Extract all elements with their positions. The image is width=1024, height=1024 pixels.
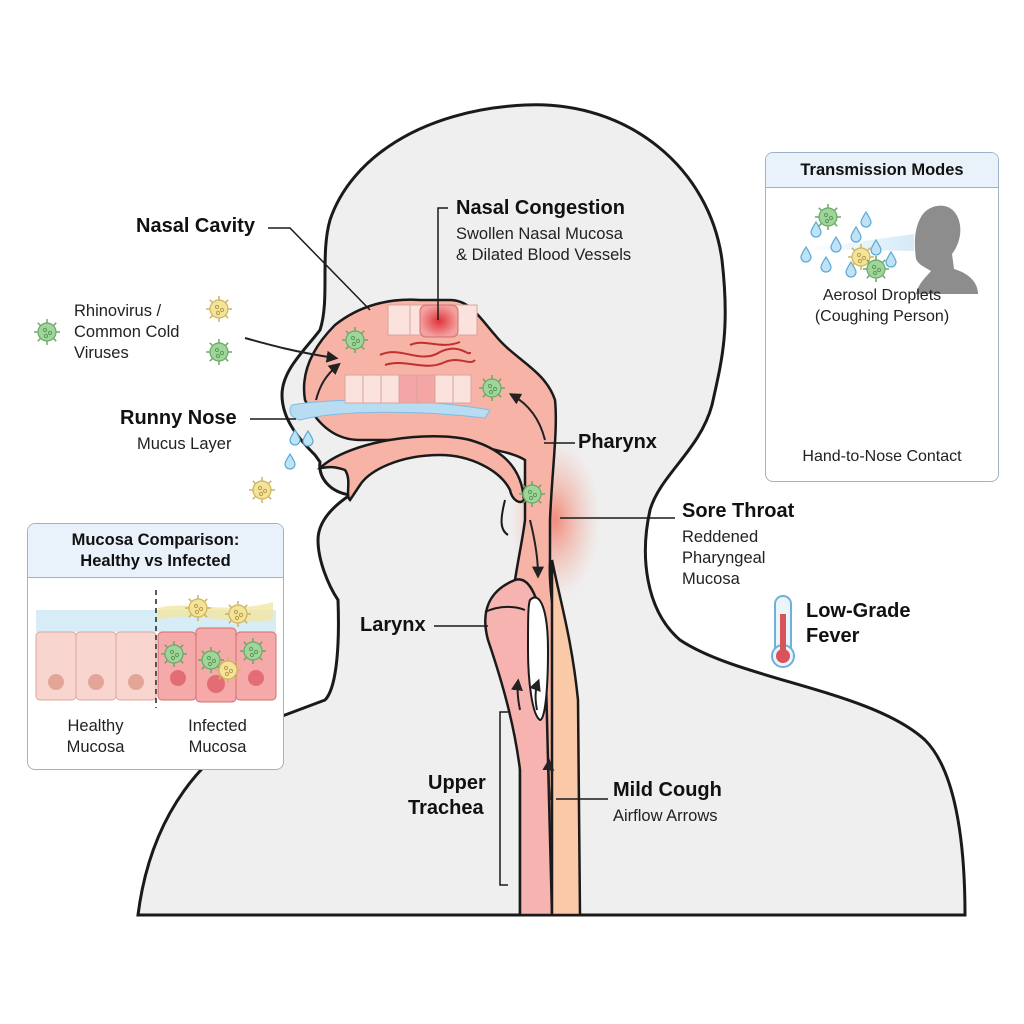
label-mucus-layer: Mucus Layer: [137, 435, 232, 453]
label-sore-throat-line3: Mucosa: [682, 570, 740, 588]
dilated-blood-vessels: [379, 341, 476, 367]
label-fever-line1: Low-Grade: [806, 600, 911, 622]
label-sore-throat: Sore Throat: [682, 500, 795, 522]
label-sore-throat-line1: Reddened: [682, 528, 759, 546]
label-sore-throat-line2: Pharyngeal: [682, 549, 766, 567]
mode1-line1: Aerosol Droplets: [822, 287, 942, 304]
label-nasal-congestion-line1: Swollen Nasal Mucosa: [456, 225, 623, 243]
label-nasal-congestion-line2: & Dilated Blood Vessels: [456, 246, 632, 264]
label-pharynx: Pharynx: [578, 431, 657, 453]
label-nasal-cavity: Nasal Cavity: [136, 215, 255, 237]
label-airflow-arrows: Airflow Arrows: [613, 807, 718, 825]
mucosa-panel-header: Mucosa Comparison: Healthy vs Infected: [28, 524, 283, 578]
virus-icon: [214, 656, 242, 684]
transmission-panel-title: Transmission Modes: [766, 153, 998, 188]
healthy-label-line2: Mucosa: [66, 738, 125, 756]
label-mild-cough: Mild Cough: [613, 779, 722, 801]
virus-icon: [205, 295, 233, 323]
label-fever-line2: Fever: [806, 625, 860, 647]
mode2-label: Hand-to-Nose Contact: [802, 448, 962, 465]
mucosa-panel-title-line1: Mucosa Comparison:: [71, 531, 240, 549]
virus-icon: [862, 255, 890, 283]
palate: [316, 434, 526, 504]
nasal-epithelium-bottom: [344, 374, 472, 404]
virus-icon: [224, 600, 252, 628]
label-trachea-line1: Upper: [428, 772, 486, 794]
virus-icon: [160, 640, 188, 668]
transmission-illustrations: [800, 203, 978, 294]
larynx-line: [484, 605, 526, 613]
label-larynx: Larynx: [360, 614, 426, 636]
virus-icon: [248, 476, 276, 504]
label-trachea-line2: Trachea: [408, 797, 484, 819]
healthy-label-line1: Healthy: [67, 717, 124, 735]
virus-icon: [478, 374, 506, 402]
mucosa-comparison-panel: Mucosa Comparison: Healthy vs Infected H…: [27, 523, 284, 770]
virus-icon: [814, 203, 842, 231]
uvula: [500, 499, 509, 536]
mucosa-panel-title-line2: Healthy vs Infected: [80, 552, 231, 570]
label-viruses-line2: Common Cold: [74, 323, 180, 341]
virus-icon: [33, 318, 61, 346]
mucus-drop-icon: [284, 453, 296, 470]
healthy-cells: [35, 631, 157, 701]
label-nasal-congestion: Nasal Congestion: [456, 197, 625, 219]
virus-icon: [341, 326, 369, 354]
virus-icon: [239, 637, 267, 665]
thermometer-icon: [771, 595, 795, 668]
virus-icon: [205, 338, 233, 366]
mode1-line2: (Coughing Person): [814, 308, 950, 325]
virus-icon: [518, 480, 546, 508]
airflow-arrows: [244, 337, 555, 801]
leader-lines: [250, 207, 675, 886]
label-viruses-line3: Viruses: [74, 344, 129, 362]
coughing-person-silhouette: [914, 205, 978, 294]
infected-label-line2: Mucosa: [188, 738, 247, 756]
esophagus: [550, 559, 582, 917]
virus-icon: [184, 594, 212, 622]
mucosa-illustration: [35, 590, 277, 708]
congested-cell: [419, 304, 459, 338]
label-viruses-line1: Rhinovirus /: [74, 302, 162, 320]
infected-label-line1: Infected: [188, 717, 247, 735]
label-runny-nose: Runny Nose: [120, 407, 237, 429]
transmission-modes-panel: Transmission Modes Aerosol Droplets (Cou…: [765, 152, 999, 482]
